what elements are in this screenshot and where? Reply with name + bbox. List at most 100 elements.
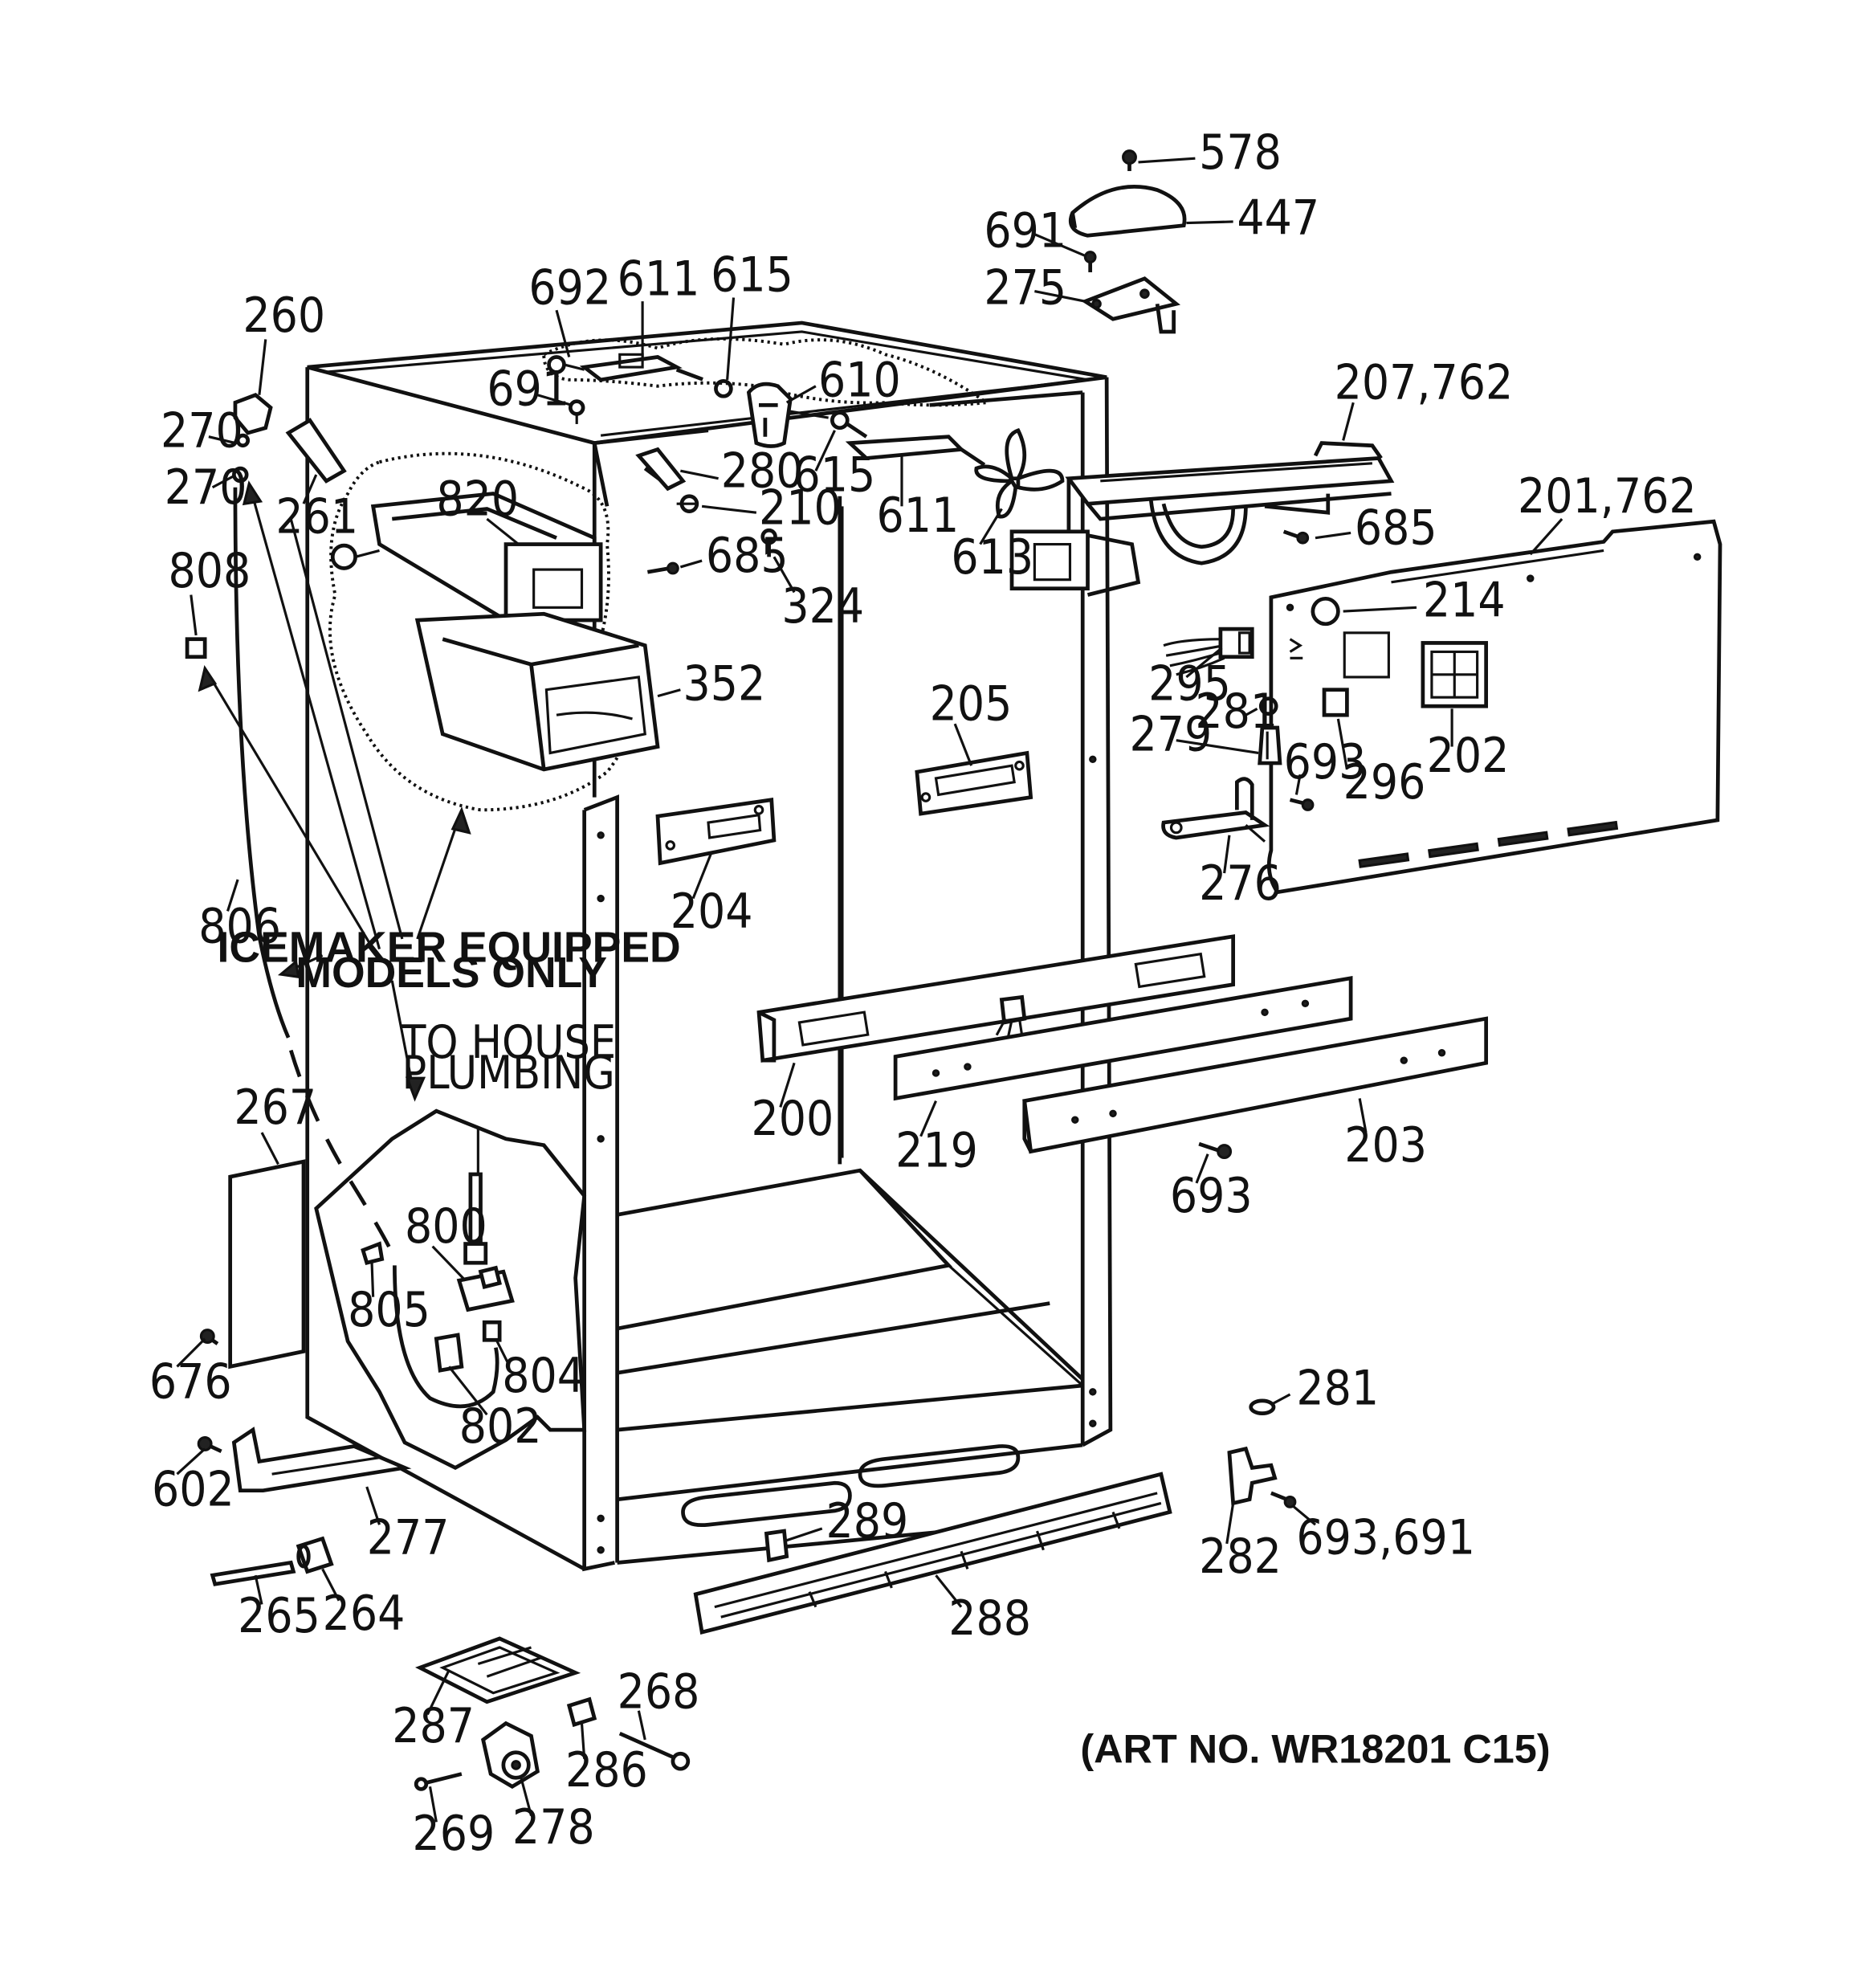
label-676: 676 — [149, 1354, 232, 1410]
label-202: 202 — [1427, 728, 1510, 784]
thermostat-279 — [1258, 696, 1315, 811]
bracket-204 — [655, 798, 777, 866]
label-610: 610 — [818, 352, 901, 408]
hinge-275 — [1081, 251, 1181, 334]
label-693-upper: 693 — [1284, 734, 1367, 790]
label-693-mid: 693 — [1170, 1168, 1253, 1224]
panel-267 — [199, 1159, 306, 1370]
label-270-upper: 270 — [161, 402, 243, 459]
label-804: 804 — [502, 1348, 585, 1404]
label-280: 280 — [721, 443, 804, 500]
label-806: 806 — [198, 899, 281, 955]
label-278: 278 — [512, 1799, 595, 1855]
label-352: 352 — [683, 655, 766, 712]
label-267: 267 — [234, 1080, 316, 1136]
roller-bracket-287 — [414, 1636, 581, 1704]
label-692: 692 — [528, 259, 611, 316]
label-203: 203 — [1344, 1117, 1427, 1174]
label-286: 286 — [565, 1742, 648, 1798]
label-602: 602 — [152, 1462, 234, 1518]
label-279: 279 — [1129, 706, 1212, 762]
label-685-right: 685 — [1355, 500, 1437, 557]
clip-808 — [185, 637, 207, 659]
rail-203 — [1022, 1016, 1489, 1160]
fan-blade-613 — [974, 427, 1065, 519]
label-270-lower: 270 — [165, 459, 247, 516]
label-275: 275 — [984, 259, 1066, 316]
label-447: 447 — [1237, 190, 1319, 247]
roller-278 — [481, 1721, 540, 1789]
label-802: 802 — [459, 1398, 542, 1455]
art-number: (ART NO. WR18201 C15) — [1080, 1725, 1550, 1771]
label-204: 204 — [671, 884, 753, 940]
label-214: 214 — [1423, 572, 1506, 628]
label-693-691: 693,691 — [1296, 1509, 1475, 1565]
small-fasteners-top — [635, 447, 1310, 575]
label-261: 261 — [275, 488, 358, 545]
hinge-cover-447 — [1068, 149, 1187, 238]
label-615-upper: 615 — [711, 247, 793, 304]
fan-bracket-upper — [547, 353, 1001, 476]
icemaker-note-arrows — [198, 480, 471, 1102]
clip-289 — [764, 1529, 789, 1563]
water-valve-detail — [314, 1108, 587, 1471]
rail-200 — [756, 934, 1236, 1063]
label-200: 200 — [752, 1091, 834, 1147]
label-615-lower: 615 — [793, 447, 876, 503]
axle-265-roller-264 — [210, 1536, 334, 1586]
pin-269 — [414, 1772, 463, 1791]
label-281-upper: 281 — [1195, 684, 1278, 740]
label-613: 613 — [951, 529, 1033, 586]
control-panel-201 — [1266, 519, 1722, 895]
hinge-276 — [1161, 777, 1270, 843]
label-281-lower: 281 — [1296, 1361, 1379, 1417]
plumbing-note-line2: PLUMBING — [402, 1047, 614, 1100]
icemaker-note-line2: MODELS ONLY — [296, 949, 607, 997]
label-296: 296 — [1343, 754, 1426, 810]
water-valve-fitting-260 — [232, 393, 347, 484]
label-295: 295 — [1148, 655, 1231, 712]
label-201-762: 201,762 — [1518, 468, 1697, 525]
label-205: 205 — [930, 676, 1013, 733]
part-number-labels: 578 447 691 275 692 611 615 610 691 615 … — [149, 125, 1697, 1862]
icemaker-assembly — [328, 451, 660, 812]
label-808: 808 — [168, 543, 251, 599]
label-578: 578 — [1199, 125, 1282, 181]
wire-harness-295 — [1163, 627, 1254, 676]
plumbing-note-line1: TO HOUSE — [400, 1016, 616, 1069]
label-324: 324 — [781, 578, 864, 635]
label-287: 287 — [392, 1698, 475, 1754]
label-800: 800 — [405, 1198, 487, 1255]
grille-288 — [693, 1472, 1172, 1635]
part-286 — [566, 1696, 597, 1728]
label-282: 282 — [1199, 1529, 1282, 1585]
label-277: 277 — [367, 1509, 450, 1565]
icemaker-note-line1: ICEMAKER EQUIPPED — [218, 924, 681, 971]
label-691-top: 691 — [984, 202, 1066, 259]
label-685-left: 685 — [706, 528, 789, 584]
label-288: 288 — [948, 1590, 1031, 1647]
leveling-screw-268 — [618, 1731, 691, 1771]
label-276: 276 — [1199, 855, 1282, 912]
label-289: 289 — [826, 1493, 908, 1549]
label-268: 268 — [618, 1664, 700, 1721]
notes: ICEMAKER EQUIPPED MODELS ONLY TO HOUSE P… — [218, 924, 1551, 1771]
bracket-277 — [197, 1427, 412, 1493]
label-269: 269 — [412, 1806, 495, 1862]
rail-219 — [893, 976, 1353, 1101]
label-260: 260 — [243, 288, 325, 344]
label-691-mid: 691 — [487, 361, 569, 417]
water-tube-hidden — [288, 1049, 394, 1254]
cutaway-outline-top — [542, 337, 991, 407]
leader-lines — [176, 157, 1563, 1823]
label-219: 219 — [895, 1122, 978, 1178]
label-820: 820 — [436, 471, 519, 527]
label-611-upper: 611 — [618, 251, 700, 307]
hinge-282 — [1227, 1398, 1297, 1508]
label-265: 265 — [238, 1588, 320, 1644]
evaporator-cover-207 — [1009, 441, 1395, 597]
label-264: 264 — [323, 1586, 406, 1642]
label-805: 805 — [348, 1282, 430, 1338]
